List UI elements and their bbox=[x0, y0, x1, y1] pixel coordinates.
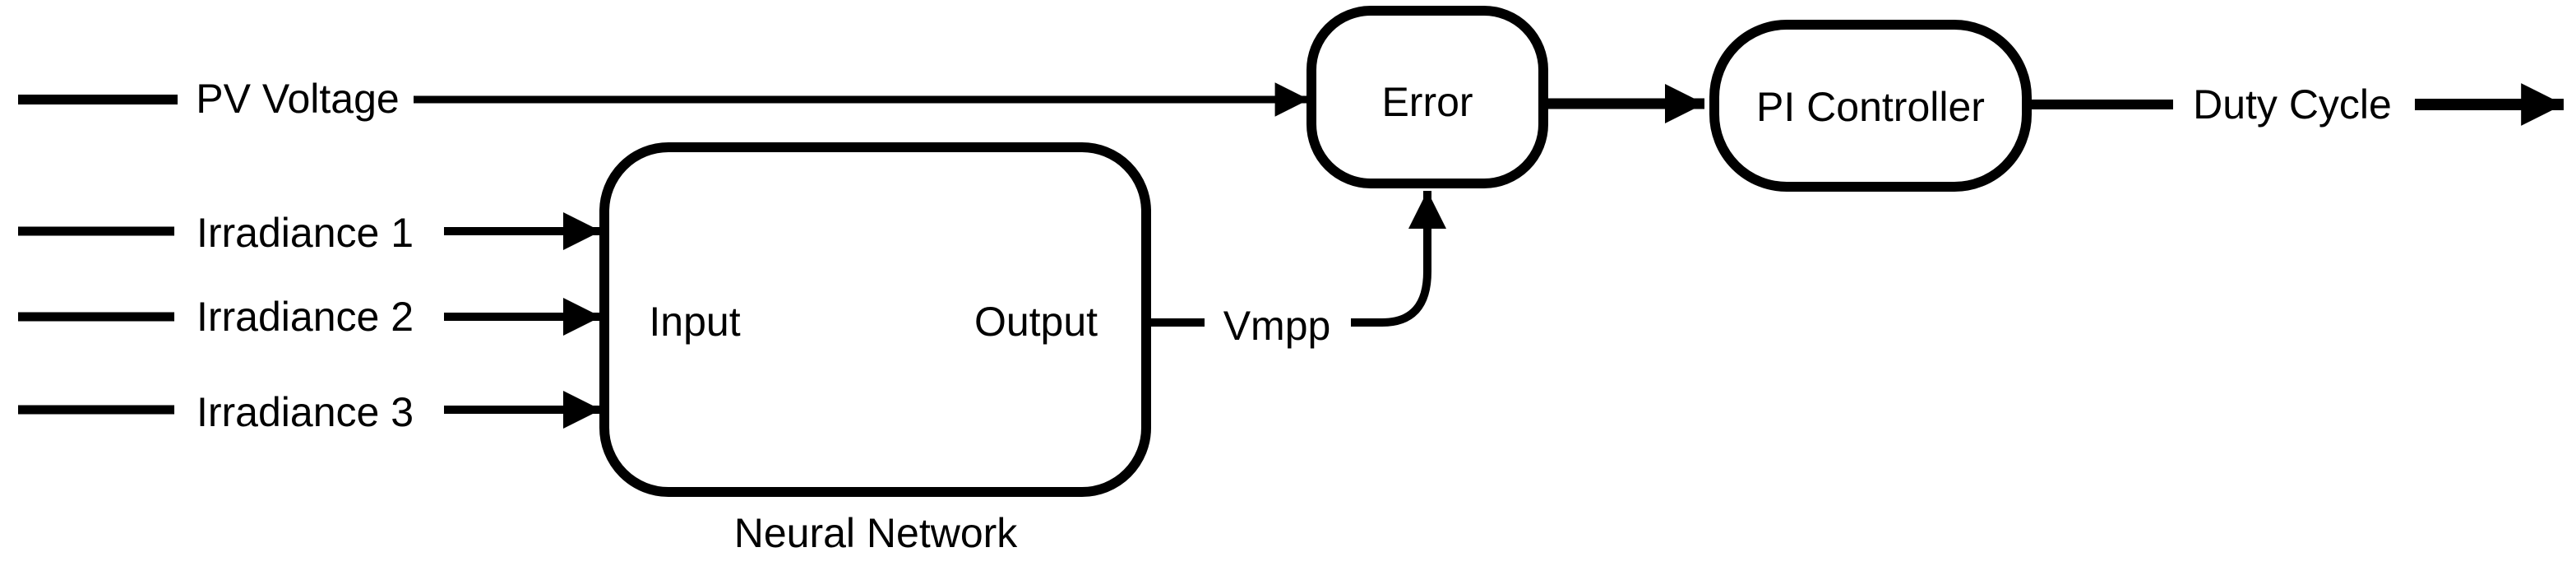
vmpp-feedback-arrow bbox=[1351, 191, 1446, 327]
output-port-label: Output bbox=[974, 299, 1098, 345]
neural-network-box bbox=[599, 142, 1151, 497]
input-port-label: Input bbox=[649, 299, 740, 345]
error-block bbox=[1306, 6, 1548, 188]
irradiance-2-label: Irradiance 2 bbox=[197, 294, 414, 340]
irradiance-1-label: Irradiance 1 bbox=[197, 210, 414, 256]
pi-controller-label: PI Controller bbox=[1756, 84, 1985, 130]
pv-voltage-label: PV Voltage bbox=[196, 76, 399, 122]
duty-cycle-label: Duty Cycle bbox=[2193, 81, 2392, 128]
irradiance-3-label: Irradiance 3 bbox=[197, 389, 414, 435]
error-label: Error bbox=[1381, 79, 1473, 125]
neural-network-label: Neural Network bbox=[734, 510, 1019, 556]
pi-controller-block bbox=[1709, 20, 2032, 192]
vmpp-label: Vmpp bbox=[1223, 303, 1331, 349]
